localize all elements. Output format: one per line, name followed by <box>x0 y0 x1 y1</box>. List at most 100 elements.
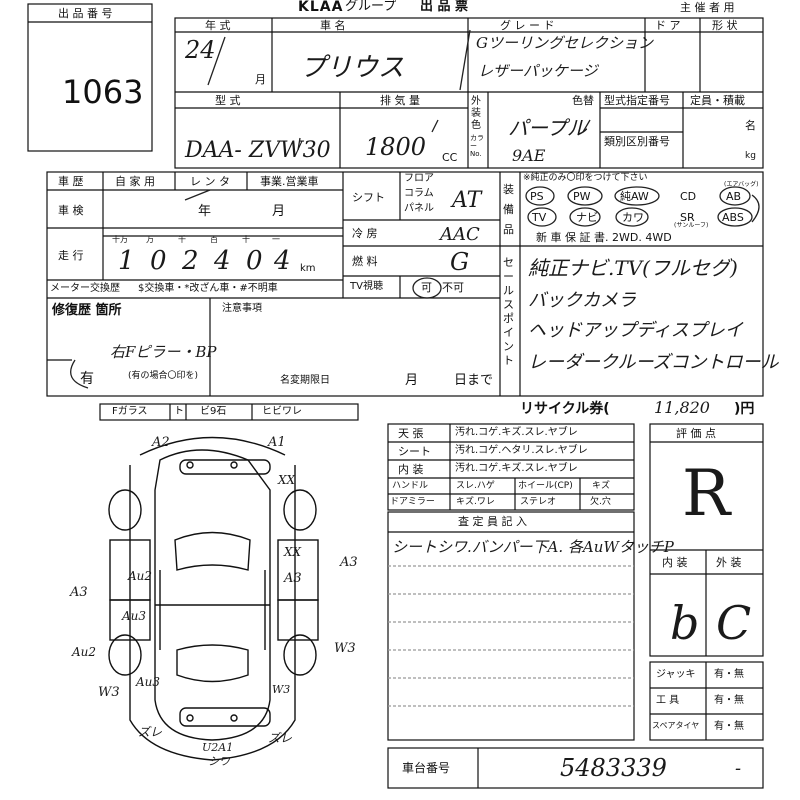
equip-tv: TV <box>532 211 547 224</box>
label-interior-grade: 内 装 <box>662 556 688 569</box>
sunroof-note: (サンルーフ) <box>674 222 709 229</box>
inspector-note: シートシワ.バンパー下A. 各AuWタッチP <box>392 538 674 556</box>
label-panel: パネル <box>404 203 434 214</box>
damage-mark: U2A1 <box>202 741 234 754</box>
label-seat: シート <box>398 445 431 458</box>
equip-navi: ナビ <box>576 211 598 224</box>
chassis-value: 5483339 <box>560 754 667 782</box>
damage-mark: Au2 <box>72 645 97 659</box>
interior-grade-value: b <box>670 596 700 650</box>
label-history: 車 歴 <box>58 175 84 188</box>
stereo-options: 欠.穴 <box>590 497 611 507</box>
car-diagram <box>108 436 319 761</box>
label-fuel: 燃 料 <box>352 255 378 268</box>
mileage-digit-5: 4 <box>274 246 291 276</box>
seat-options: 汚れ.コゲ.ヘタリ.スレ.ヤブレ <box>455 445 588 456</box>
color-code-value: 9AE <box>512 146 546 165</box>
glass-chip: ト <box>174 406 184 417</box>
equip-cd: CD <box>680 190 697 203</box>
grade-line2: レザーパッケージ <box>478 62 598 80</box>
group-label: グループ <box>345 0 397 14</box>
equipment-note: ※純正のみ〇印をつけて下さい <box>523 173 648 183</box>
label-model: 型 式 <box>215 94 241 107</box>
glass-stone: ビ9石 <box>200 406 227 417</box>
repair-note: (有の場合〇印を) <box>128 371 199 381</box>
label-exterior-grade: 外 装 <box>716 556 742 569</box>
recycle-amount: 11,820 <box>654 398 710 417</box>
label-color-no: カラーNo. <box>470 134 484 158</box>
damage-mark: A3 <box>70 585 88 600</box>
warranty-options: 新 車 保 証 書. 2WD. 4WD <box>536 231 672 244</box>
damage-mark: Au2 <box>128 569 153 583</box>
label-equipment: 装 備 品 <box>503 183 514 236</box>
digit-label-3: 百 <box>210 235 218 244</box>
equip-ab: AB <box>726 190 742 203</box>
handle-options: スレ.ハゲ <box>456 481 495 491</box>
shift-value: AT <box>452 188 482 213</box>
mileage-digit-1: 0 <box>150 246 167 276</box>
digit-label-0: 十万 <box>112 235 128 244</box>
label-notes: 注意事項 <box>222 303 262 314</box>
tv-no: 不可 <box>442 281 464 294</box>
fuel-value: G <box>450 248 470 276</box>
label-persons: 名 <box>745 119 756 132</box>
digit-label-4: 十 <box>242 235 250 244</box>
equip-abs: ABS <box>722 211 744 224</box>
car-name-value: プリウス <box>300 53 405 83</box>
damage-mark: A3 <box>340 555 358 570</box>
interior-options: 汚れ.コゲ.キズ.スレ.ヤブレ <box>455 463 578 474</box>
sales-point-3: ヘッドアップディスプレイ <box>528 320 743 341</box>
wheel-options: キズ <box>592 481 611 491</box>
damage-mark: シワ <box>208 755 230 768</box>
label-business: 事業.営業車 <box>260 175 319 188</box>
label-repair: 修復歴 箇所 <box>52 303 122 318</box>
equip-sr: SR <box>680 211 695 224</box>
digit-label-2: 千 <box>178 235 186 244</box>
mileage-digit-2: 2 <box>182 246 199 276</box>
deadline-day: 日まで <box>454 373 494 388</box>
lot-label: 出 品 番 号 <box>58 7 113 20</box>
label-month: 月 <box>255 73 266 86</box>
brand-logo: KLAA <box>298 0 344 15</box>
chassis-dash: - <box>735 758 742 779</box>
label-stereo: ステレオ <box>520 497 557 507</box>
equip-leather: カワ <box>622 211 644 224</box>
airbag-note: (エアバッグ) <box>724 181 759 188</box>
label-body-shape: 形 状 <box>712 19 738 32</box>
label-class-no: 類別区別番号 <box>604 135 670 148</box>
recycle-unit: )円 <box>734 401 755 417</box>
damage-mark: XX <box>284 545 302 559</box>
damage-mark: W3 <box>334 641 356 656</box>
label-shift: シフト <box>352 191 385 204</box>
mileage-digit-4: 0 <box>246 246 263 276</box>
label-car-name: 車 名 <box>320 19 346 32</box>
exterior-grade-value: C <box>716 596 752 650</box>
label-mirror: ドアミラー <box>390 497 435 507</box>
damage-mark: W3 <box>98 685 120 700</box>
label-doors: ド ア <box>655 19 681 32</box>
label-insp-year: 年 <box>198 204 212 219</box>
label-inspection: 車 検 <box>58 204 84 217</box>
label-capacity: 定員・積載 <box>690 94 745 107</box>
mirror-options: キズ.ワレ <box>456 497 495 507</box>
form-title: 出 品 票 <box>420 0 469 14</box>
damage-mark: ズレ <box>138 725 163 739</box>
ceiling-options: 汚れ.コゲ.キズ.スレ.ヤブレ <box>455 427 578 438</box>
damage-mark: Au3 <box>122 609 147 623</box>
damage-mark: ズレ <box>268 731 293 745</box>
label-ceiling: 天 張 <box>398 427 424 440</box>
glass-label: Fガラス <box>112 406 148 417</box>
glass-crack: ヒビワレ <box>262 406 302 417</box>
damage-mark: W3 <box>272 683 291 696</box>
label-inspector: 査 定 員 記 入 <box>458 515 527 528</box>
label-recycle: リサイクル券( <box>520 401 610 417</box>
organizer-label: 主 催 者 用 <box>680 1 735 14</box>
jack-options: 有・無 <box>714 669 744 680</box>
label-tv: TV視聴 <box>350 281 383 292</box>
label-grade: グ レ ー ド <box>500 19 555 32</box>
sales-point-1: 純正ナビ.TV(フルセグ) <box>528 256 738 280</box>
sales-point-2: バックカメラ <box>528 290 636 311</box>
displacement-value: 1800 <box>365 133 427 161</box>
label-wheel: ホイール(CP) <box>518 481 573 491</box>
